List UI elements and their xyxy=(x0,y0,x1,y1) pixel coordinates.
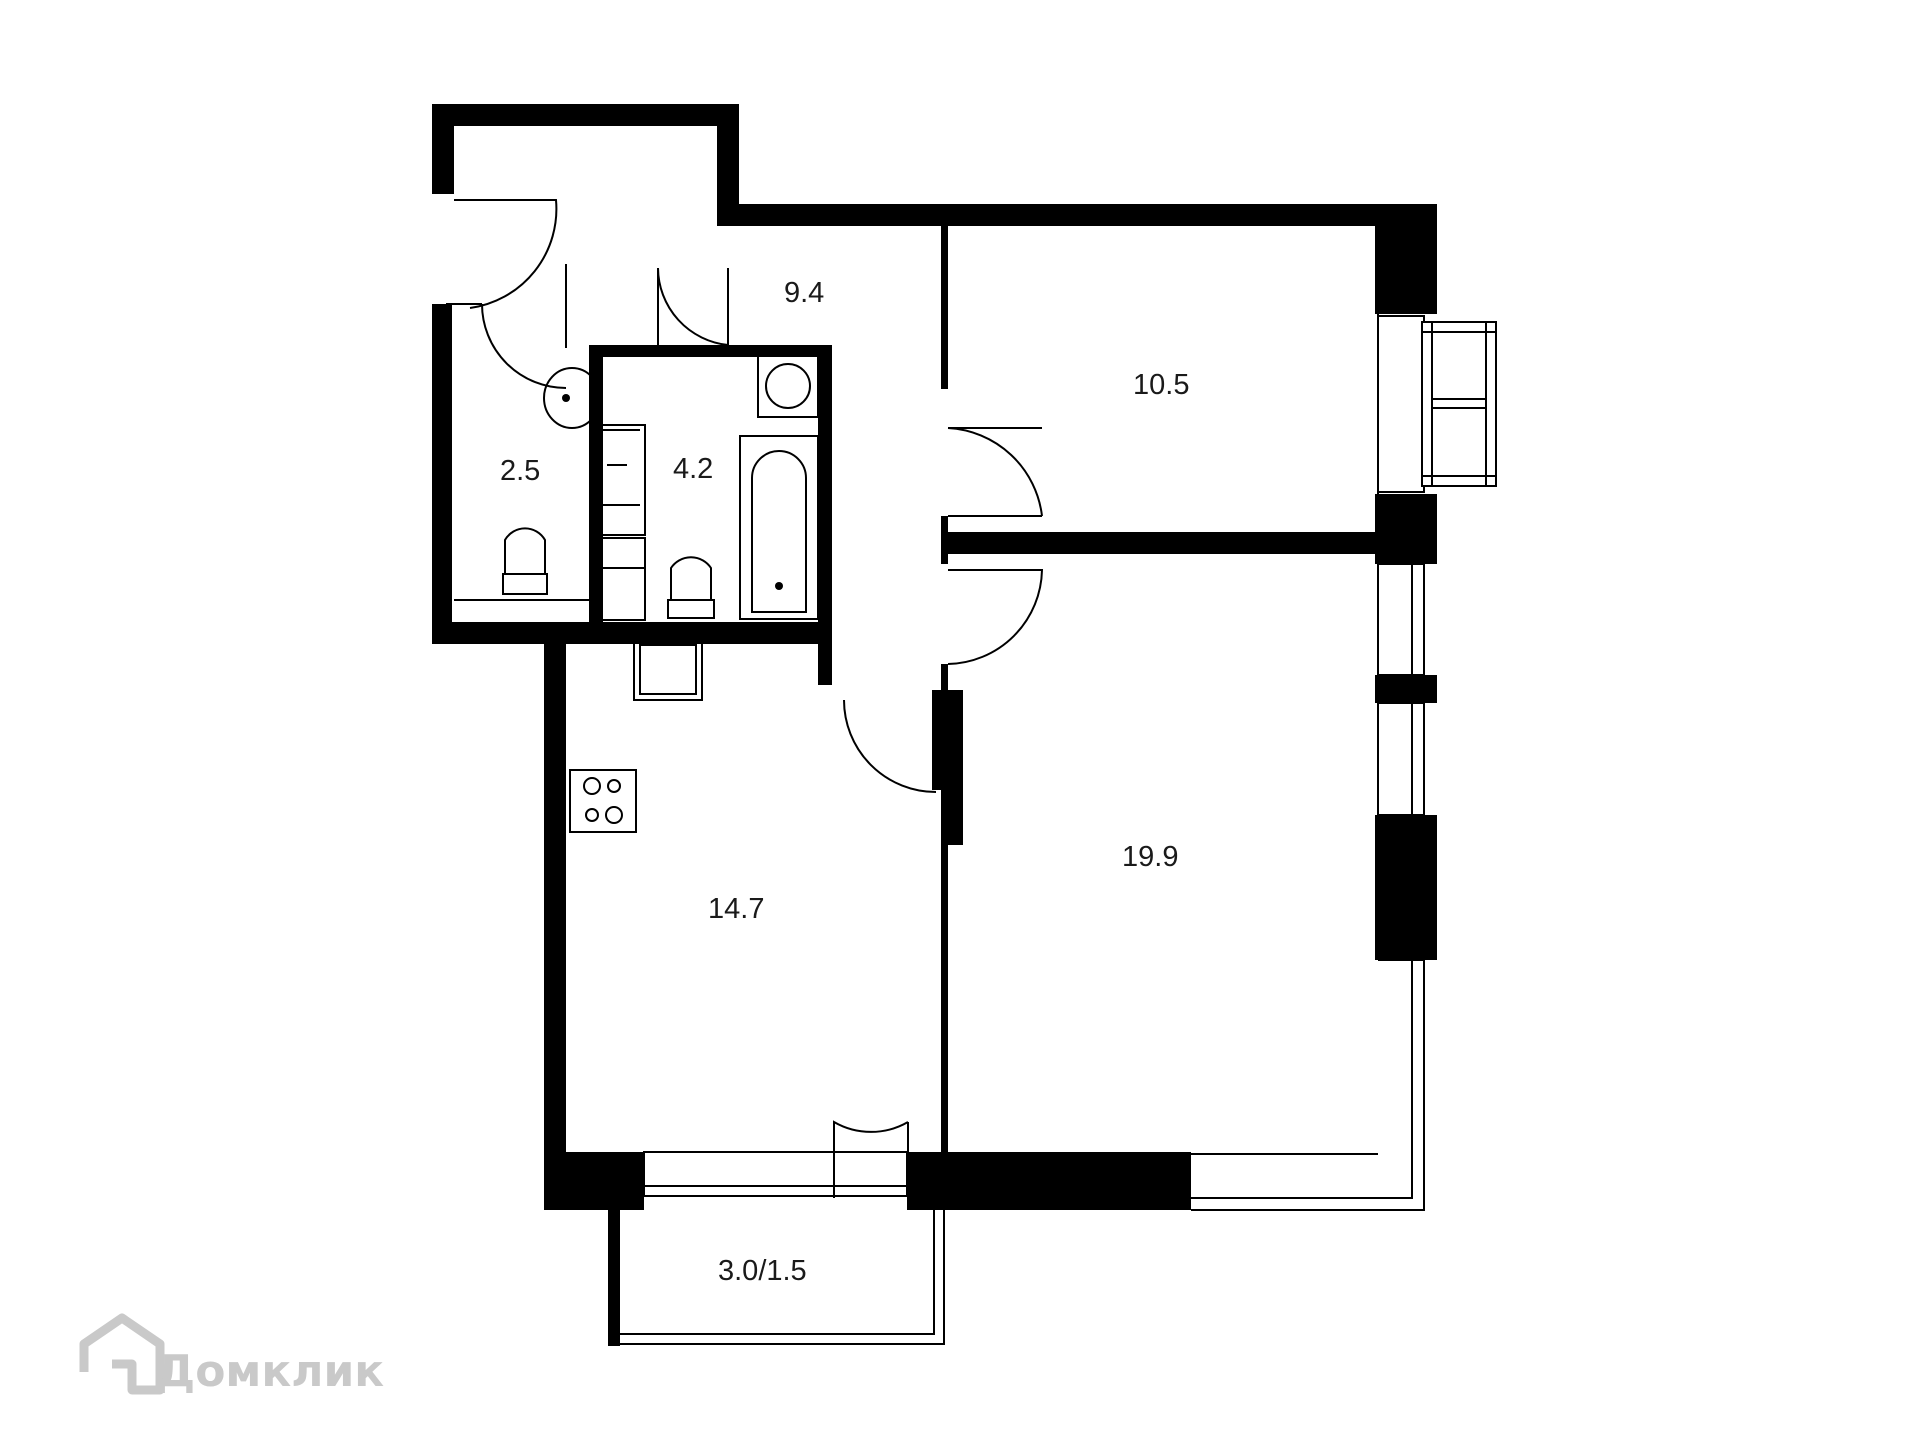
kitchen-sink-icon xyxy=(633,637,703,701)
bathtub-icon xyxy=(739,435,819,620)
doors xyxy=(446,199,1044,1198)
balcony xyxy=(608,1210,945,1346)
stove-icon xyxy=(569,769,637,833)
bathroom-area: 4.2 xyxy=(673,453,713,485)
walls xyxy=(432,104,1437,1210)
living-room-area: 19.9 xyxy=(1122,841,1178,873)
watermark: Домклик xyxy=(79,1313,384,1397)
bedroom-area: 10.5 xyxy=(1133,369,1189,401)
wc-toilet-icon xyxy=(504,527,546,575)
balcony-area: 3.0/1.5 xyxy=(718,1255,807,1287)
house-logo-icon xyxy=(79,1313,165,1395)
area-labels: 9.4 10.5 2.5 4.2 14.7 19.9 3.0/1.5 xyxy=(500,277,1189,1287)
windows xyxy=(643,315,1497,1211)
watermark-text: Домклик xyxy=(156,1346,384,1397)
wc-area: 2.5 xyxy=(500,455,540,487)
fixtures xyxy=(502,354,819,833)
washing-machine-icon xyxy=(757,354,819,418)
hallway-area: 9.4 xyxy=(784,277,824,309)
kitchen-area: 14.7 xyxy=(708,893,764,925)
wc-sink-icon xyxy=(543,367,601,429)
bath-toilet-icon xyxy=(670,556,712,601)
